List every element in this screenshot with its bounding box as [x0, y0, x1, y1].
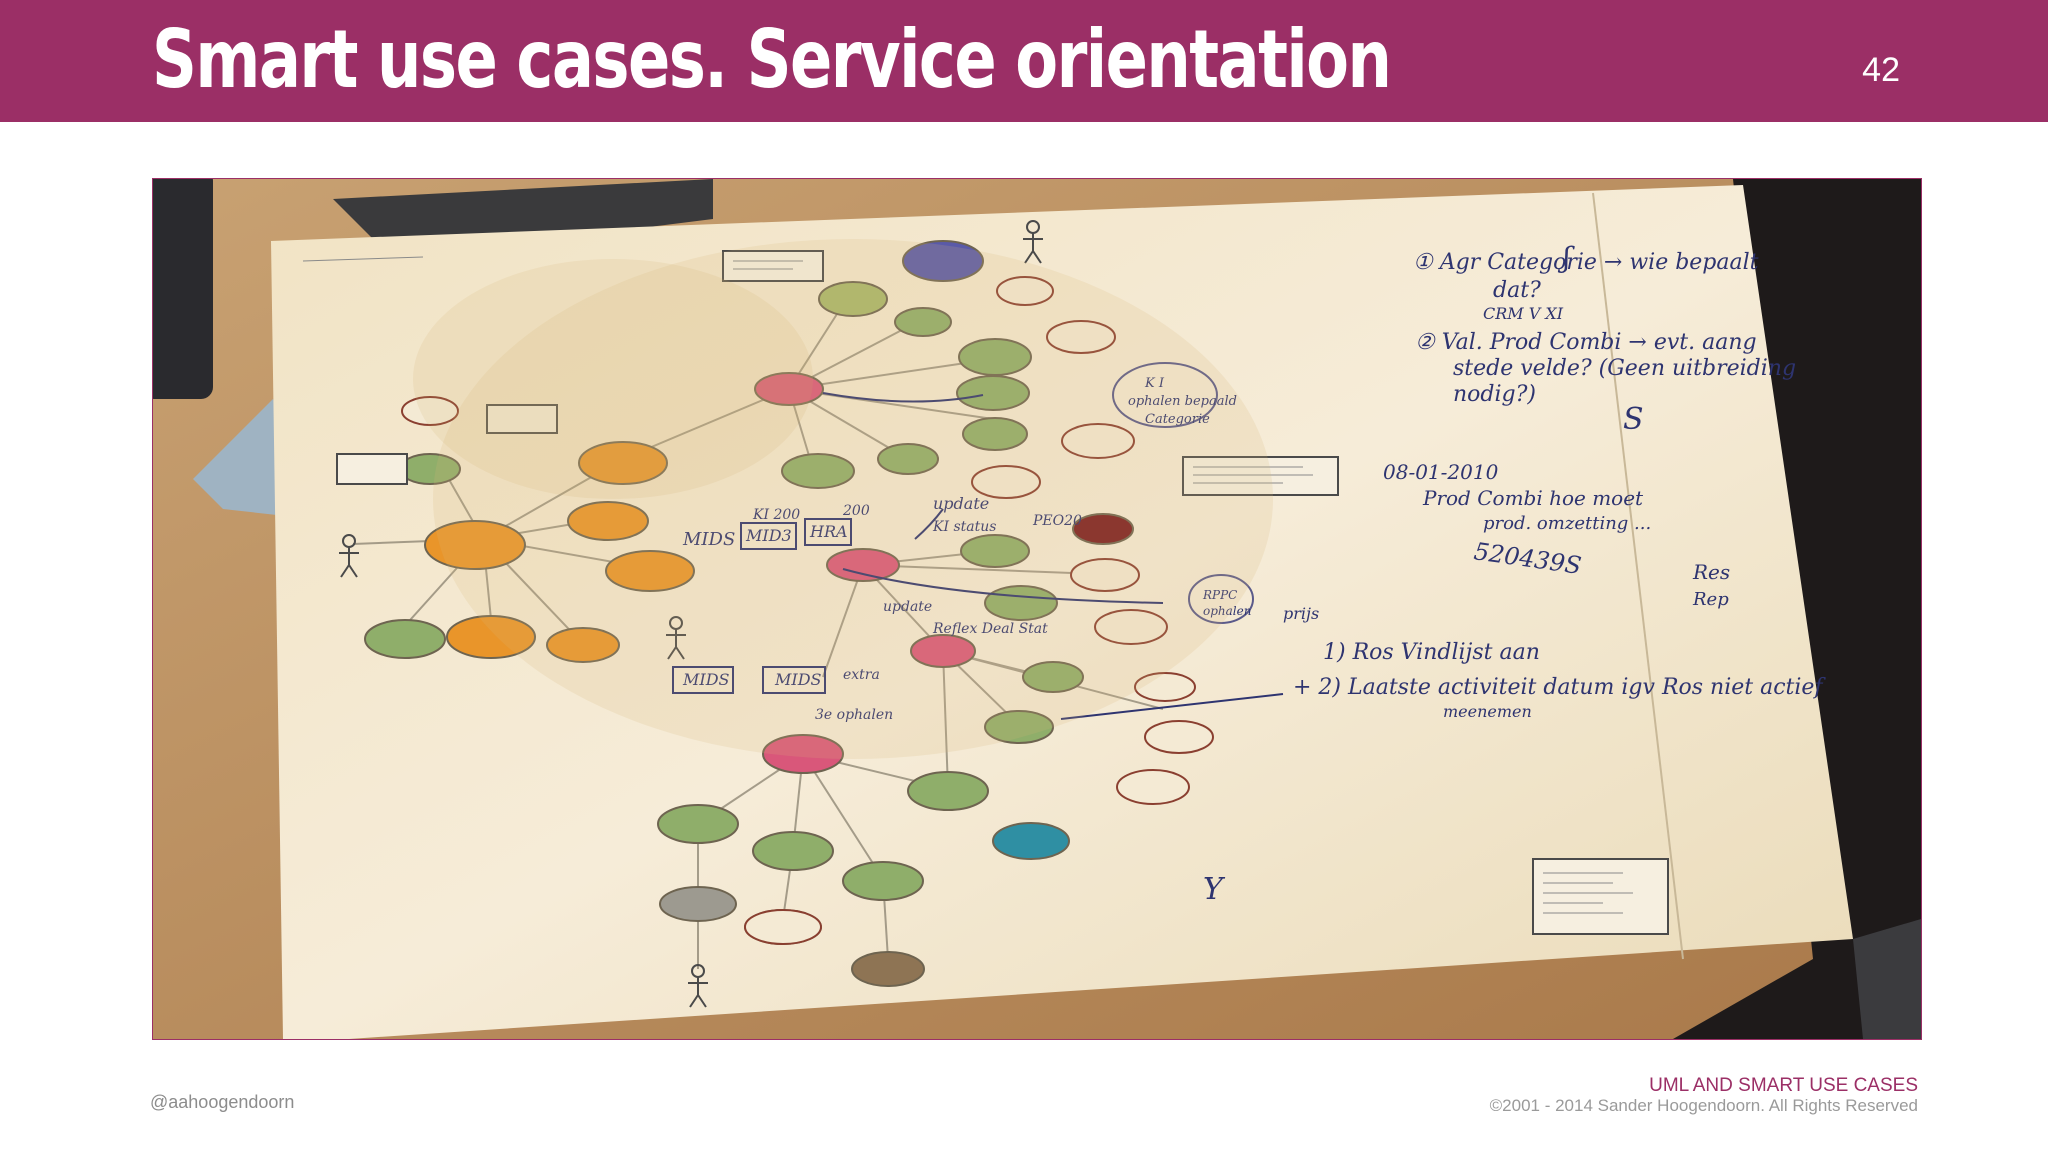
usecase-green: [818, 281, 888, 317]
usecase-green: [894, 307, 952, 337]
svg-text:K I: K I: [1144, 376, 1165, 391]
usecase-orange: [424, 520, 526, 570]
usecase-orange: [605, 550, 695, 592]
svg-text:meenemen: meenemen: [1443, 702, 1532, 721]
usecase-teal: [992, 822, 1070, 860]
usecase-green: [877, 443, 939, 475]
svg-text:dat?: dat?: [1493, 278, 1541, 303]
svg-text:ophalen bepaald: ophalen bepaald: [1128, 394, 1237, 409]
svg-text:update: update: [933, 494, 989, 513]
svg-text:Categorie: Categorie: [1145, 412, 1210, 427]
actor-icons: [339, 220, 1043, 1008]
usecase-green: [960, 534, 1030, 568]
usecase-pink: [754, 372, 824, 406]
svg-text:stede velde? (Geen uitbreiding: stede velde? (Geen uitbreiding: [1453, 356, 1796, 381]
usecase-green: [956, 375, 1030, 411]
photo-drawing: ① Agr Categorie → wie bepaalt dat? CRM V…: [153, 179, 1921, 1039]
svg-text:② Val. Prod Combi → evt. aang: ② Val. Prod Combi → evt. aang: [1415, 330, 1757, 355]
svg-text:PEO20: PEO20: [1032, 513, 1082, 529]
svg-text:KI status: KI status: [932, 519, 996, 535]
usecase-green: [364, 619, 446, 659]
svg-text:ophalen: ophalen: [1203, 604, 1251, 618]
svg-text:Res: Res: [1692, 560, 1730, 584]
usecase-green: [752, 831, 834, 871]
usecase-purple: [902, 240, 984, 282]
svg-text:prod. omzetting ...: prod. omzetting ...: [1483, 513, 1651, 534]
whiteboard-photo: ① Agr Categorie → wie bepaalt dat? CRM V…: [152, 178, 1922, 1040]
usecase-pink: [826, 548, 900, 582]
svg-text:Y: Y: [1203, 872, 1226, 907]
device-edge: [153, 179, 213, 399]
svg-text:Rep: Rep: [1692, 589, 1729, 610]
usecase-orange: [578, 441, 668, 485]
page-number: 42: [1862, 51, 1900, 89]
svg-text:08-01-2010: 08-01-2010: [1383, 460, 1499, 484]
svg-text:update: update: [883, 599, 932, 615]
svg-text:MID3: MID3: [745, 526, 792, 545]
svg-text:Reflex Deal Stat: Reflex Deal Stat: [932, 621, 1048, 637]
svg-text:RPPC: RPPC: [1202, 588, 1237, 602]
usecase-green: [1022, 661, 1084, 693]
usecase-green: [657, 804, 739, 844]
svg-text:MIDS: MIDS: [682, 670, 730, 689]
svg-text:KI 200: KI 200: [752, 507, 800, 523]
svg-text:Prod Combi hoe moet: Prod Combi hoe moet: [1422, 486, 1644, 510]
usecase-brown: [851, 951, 925, 987]
svg-text:nodig?): nodig?): [1453, 382, 1536, 407]
svg-text:1) Ros Vindlijst aan: 1) Ros Vindlijst aan: [1323, 640, 1540, 665]
svg-text:3e ophalen: 3e ophalen: [815, 707, 893, 723]
usecase-green: [962, 417, 1028, 451]
usecase-green: [781, 453, 855, 489]
svg-text:+ 2) Laatste activiteit datum: + 2) Laatste activiteit datum igv Ros ni…: [1293, 675, 1826, 700]
svg-text:CRM V XI: CRM V XI: [1483, 304, 1564, 323]
note-1: ① Agr Categorie → wie bepaalt: [1413, 250, 1759, 275]
usecase-green: [984, 710, 1054, 744]
svg-text:MIDS: MIDS: [774, 670, 822, 689]
footer-course-title: UML AND SMART USE CASES: [1649, 1075, 1918, 1096]
footer-copyright: ©2001 - 2014 Sander Hoogendoorn. All Rig…: [1489, 1096, 1918, 1115]
svg-text:extra: extra: [843, 667, 880, 683]
usecase-pink: [762, 734, 844, 774]
svg-text:200: 200: [842, 503, 870, 519]
svg-text:MIDS: MIDS: [682, 529, 735, 550]
svg-text:S: S: [1623, 402, 1644, 437]
usecase-darkred: [1072, 513, 1134, 545]
slide-title: Smart use cases. Service orientation: [152, 13, 1392, 106]
usecase-orange: [546, 627, 620, 663]
usecase-green: [842, 861, 924, 901]
footer-handle: @aahoogendoorn: [150, 1092, 295, 1112]
usecase-pink: [910, 634, 976, 668]
svg-text:HRA: HRA: [809, 522, 848, 541]
usecase-orange: [567, 501, 649, 541]
usecase-green: [907, 771, 989, 811]
svg-text:prijs: prijs: [1283, 604, 1319, 623]
usecase-green: [958, 338, 1032, 376]
usecase-orange: [446, 615, 536, 659]
usecase-grey: [659, 886, 737, 922]
header-bar: Smart use cases. Service orientation 42: [0, 0, 2048, 122]
